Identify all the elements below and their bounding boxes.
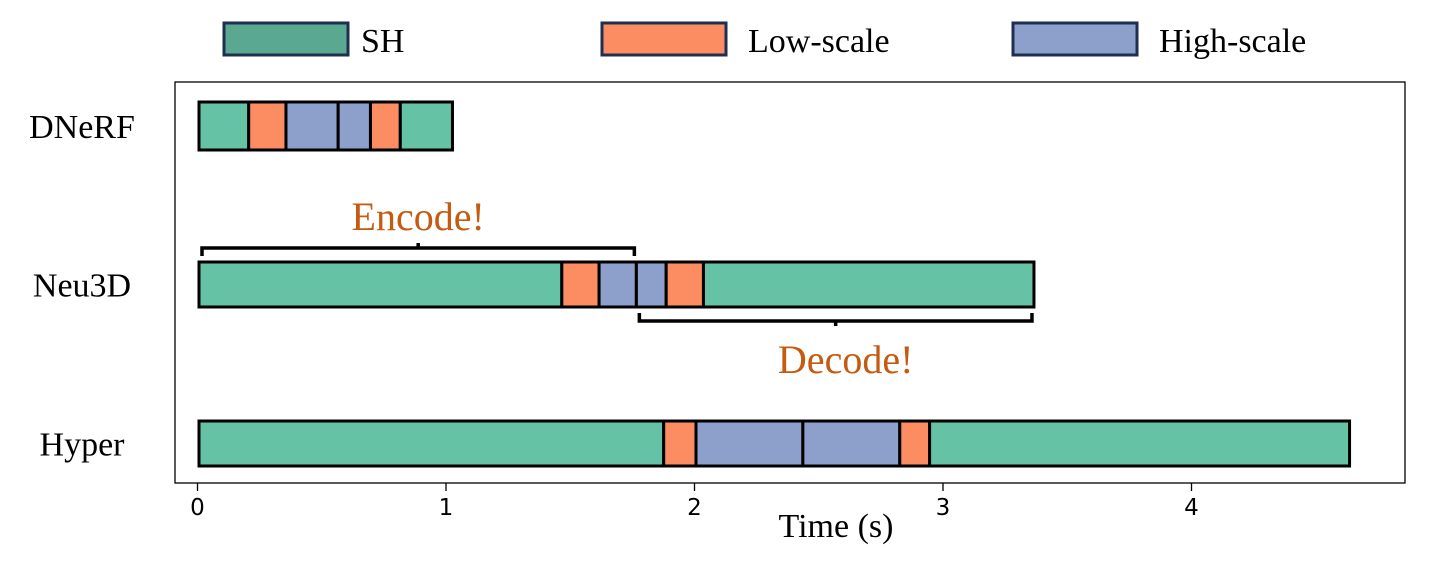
bar-segment-dnerf-5 bbox=[398, 100, 454, 152]
legend-label-sh: SH bbox=[361, 23, 404, 60]
annotation-encode: Encode! bbox=[352, 194, 485, 239]
bar-segment-hyper-5 bbox=[928, 419, 1352, 468]
x-tick-label-1: 1 bbox=[439, 495, 454, 521]
bar-segment-neu3d-0 bbox=[197, 260, 564, 309]
legend-label-high-scale: High-scale bbox=[1159, 23, 1306, 60]
bar-segment-hyper-2 bbox=[694, 419, 805, 468]
legend-swatch-high-scale bbox=[1011, 21, 1139, 57]
bracket-decode bbox=[637, 313, 1034, 326]
bars bbox=[197, 100, 1352, 468]
bar-segment-neu3d-3 bbox=[634, 260, 668, 309]
bar-segment-neu3d-1 bbox=[560, 260, 601, 309]
row-label-dnerf: DNeRF bbox=[29, 109, 135, 146]
plot-frame bbox=[174, 81, 1406, 484]
bar-segment-hyper-1 bbox=[662, 419, 698, 468]
annotation-decode: Decode! bbox=[778, 337, 913, 382]
bar-segment-hyper-4 bbox=[898, 419, 932, 468]
legend-swatch-low-scale bbox=[600, 21, 728, 57]
row-label-neu3d: Neu3D bbox=[33, 268, 131, 305]
x-axis-label: Time (s) bbox=[779, 508, 894, 545]
x-axis: 0 1 2 3 4 bbox=[190, 483, 1199, 521]
bracket-encode bbox=[200, 243, 637, 256]
row-labels: DNeRF Neu3D Hyper bbox=[29, 109, 135, 464]
x-tick-label-0: 0 bbox=[190, 495, 205, 521]
bar-segment-dnerf-3 bbox=[336, 100, 372, 152]
annotations: Encode! Decode! bbox=[200, 194, 1034, 382]
bar-segment-dnerf-1 bbox=[247, 100, 288, 152]
bar-segment-dnerf-0 bbox=[197, 100, 251, 152]
bar-segment-hyper-0 bbox=[197, 419, 666, 468]
bar-segment-hyper-3 bbox=[801, 419, 902, 468]
x-tick-label-4: 4 bbox=[1184, 495, 1199, 521]
row-label-hyper: Hyper bbox=[40, 427, 126, 464]
x-tick-label-3: 3 bbox=[936, 495, 951, 521]
bar-segment-neu3d-2 bbox=[597, 260, 638, 309]
legend: SH Low-scale High-scale bbox=[222, 21, 1306, 60]
bar-segment-neu3d-5 bbox=[701, 260, 1036, 309]
legend-swatch-sh bbox=[222, 21, 350, 57]
bar-segment-dnerf-2 bbox=[284, 100, 340, 152]
legend-label-low-scale: Low-scale bbox=[748, 23, 890, 60]
bar-segment-dnerf-4 bbox=[368, 100, 402, 152]
x-tick-label-2: 2 bbox=[687, 495, 702, 521]
bar-segment-neu3d-4 bbox=[664, 260, 705, 309]
